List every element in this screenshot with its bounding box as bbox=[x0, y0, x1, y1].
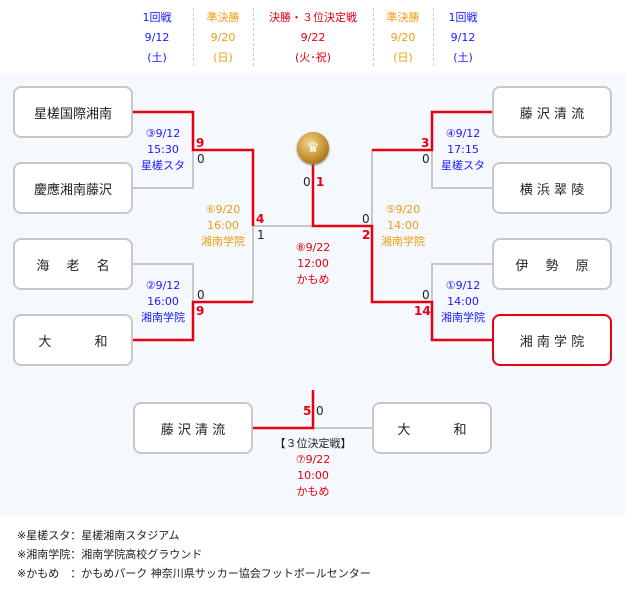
match-3-info: ③9/12 15:30 星槎スタ bbox=[128, 126, 198, 174]
match-1-info: ①9/12 14:00 湘南学院 bbox=[428, 278, 498, 326]
score: 1 bbox=[257, 228, 265, 242]
match-time: 10:00 bbox=[297, 469, 329, 482]
venue-note: ※かもめ ：かもめパーク 神奈川県サッカー協会フットボールセンター bbox=[17, 567, 371, 580]
venue-note: ※星槎スタ：星槎湘南スタジアム bbox=[17, 529, 180, 542]
match-venue: 湘南学院 bbox=[141, 311, 185, 324]
round-label: 1回戦 bbox=[448, 11, 478, 24]
score: 4 bbox=[256, 212, 265, 226]
match-venue: 星槎スタ bbox=[441, 159, 485, 172]
crown-trophy-icon: ♛ bbox=[297, 132, 329, 164]
team-keio-shonan-fujisawa[interactable]: 慶應湘南藤沢 bbox=[13, 162, 133, 214]
third-place-team-fujisawa-seiryu[interactable]: 藤 沢 清 流 bbox=[133, 402, 253, 454]
score: 0 bbox=[303, 175, 311, 189]
team-yokohama-suiryo[interactable]: 横 浜 翠 陵 bbox=[492, 162, 612, 214]
round-day: (日) bbox=[213, 51, 233, 64]
score: 14 bbox=[414, 304, 431, 318]
match-venue: かもめ bbox=[296, 485, 330, 498]
score: 0 bbox=[422, 288, 430, 302]
match-6-info: ⑥9/20 16:00 湘南学院 bbox=[188, 202, 258, 250]
match-time: 16:00 bbox=[207, 219, 239, 232]
round-label: 決勝・３位決定戦 bbox=[269, 11, 357, 24]
match-venue: 湘南学院 bbox=[381, 235, 425, 248]
score: 9 bbox=[196, 304, 205, 318]
match-time: 15:30 bbox=[147, 143, 179, 156]
team-fujisawa-seiryu[interactable]: 藤 沢 清 流 bbox=[492, 86, 612, 138]
round-day: (日) bbox=[393, 51, 413, 64]
match-number: ④9/12 bbox=[445, 127, 481, 140]
match-time: 17:15 bbox=[447, 143, 479, 156]
header-round1-right: 1回戦 9/12 (土) bbox=[433, 8, 493, 68]
team-shonan-gakuin-champion[interactable]: 湘 南 学 院 bbox=[492, 314, 612, 366]
team-ebina[interactable]: 海 老 名 bbox=[13, 238, 133, 290]
match-venue: かもめ bbox=[296, 273, 330, 286]
score: 3 bbox=[421, 136, 430, 150]
match-venue: 湘南学院 bbox=[201, 235, 245, 248]
round-date: 9/12 bbox=[450, 31, 476, 44]
match-number: ⑦9/22 bbox=[295, 453, 331, 466]
round-day: (火･祝) bbox=[294, 51, 332, 64]
team-hoshizaki-kokusai-shonan[interactable]: 星槎国際湘南 bbox=[13, 86, 133, 138]
match-time: 14:00 bbox=[387, 219, 419, 232]
match-time: 12:00 bbox=[297, 257, 329, 270]
round-date: 9/20 bbox=[210, 31, 236, 44]
match-7-third-place-info: 【３位決定戦】 ⑦9/22 10:00 かもめ bbox=[263, 436, 363, 500]
round-date: 9/22 bbox=[300, 31, 326, 44]
team-yamato[interactable]: 大 和 bbox=[13, 314, 133, 366]
match-number: ③9/12 bbox=[145, 127, 181, 140]
match-2-info: ②9/12 16:00 湘南学院 bbox=[128, 278, 198, 326]
score: 1 bbox=[316, 175, 325, 189]
score: 0 bbox=[422, 152, 430, 166]
score: 5 bbox=[303, 404, 312, 418]
header-semi-right: 準決勝 9/20 (日) bbox=[373, 8, 433, 68]
match-5-info: ⑤9/20 14:00 湘南学院 bbox=[368, 202, 438, 250]
round-label: 準決勝 bbox=[206, 11, 240, 24]
round-date: 9/20 bbox=[390, 31, 416, 44]
match-venue: 星槎スタ bbox=[141, 159, 185, 172]
match-number: ⑧9/22 bbox=[295, 241, 331, 254]
round-day: (土) bbox=[453, 51, 473, 64]
header-semi-left: 準決勝 9/20 (日) bbox=[193, 8, 253, 68]
round-label: 準決勝 bbox=[386, 11, 420, 24]
score: 0 bbox=[197, 152, 205, 166]
score: 9 bbox=[196, 136, 205, 150]
match-time: 14:00 bbox=[447, 295, 479, 308]
match-8-final-info: ⑧9/22 12:00 かもめ bbox=[278, 240, 348, 288]
match-venue: 湘南学院 bbox=[441, 311, 485, 324]
header-round1-left: 1回戦 9/12 (土) bbox=[122, 8, 192, 68]
match-number: ⑥9/20 bbox=[205, 203, 241, 216]
score: 2 bbox=[362, 228, 371, 242]
score: 0 bbox=[197, 288, 205, 302]
third-place-team-yamato[interactable]: 大 和 bbox=[372, 402, 492, 454]
header-final: 決勝・３位決定戦 9/22 (火･祝) bbox=[253, 8, 373, 68]
round-date: 9/12 bbox=[144, 31, 170, 44]
team-isehara[interactable]: 伊 勢 原 bbox=[492, 238, 612, 290]
match-number: ②9/12 bbox=[145, 279, 181, 292]
match-number: ①9/12 bbox=[445, 279, 481, 292]
round-label: 1回戦 bbox=[142, 11, 172, 24]
score: 0 bbox=[316, 404, 324, 418]
venue-note: ※湘南学院：湘南学院高校グラウンド bbox=[17, 548, 203, 561]
match-number: ⑤9/20 bbox=[385, 203, 421, 216]
match-label: 【３位決定戦】 bbox=[274, 437, 352, 450]
round-day: (土) bbox=[147, 51, 167, 64]
match-time: 16:00 bbox=[147, 295, 179, 308]
match-4-info: ④9/12 17:15 星槎スタ bbox=[428, 126, 498, 174]
score: 0 bbox=[362, 212, 370, 226]
